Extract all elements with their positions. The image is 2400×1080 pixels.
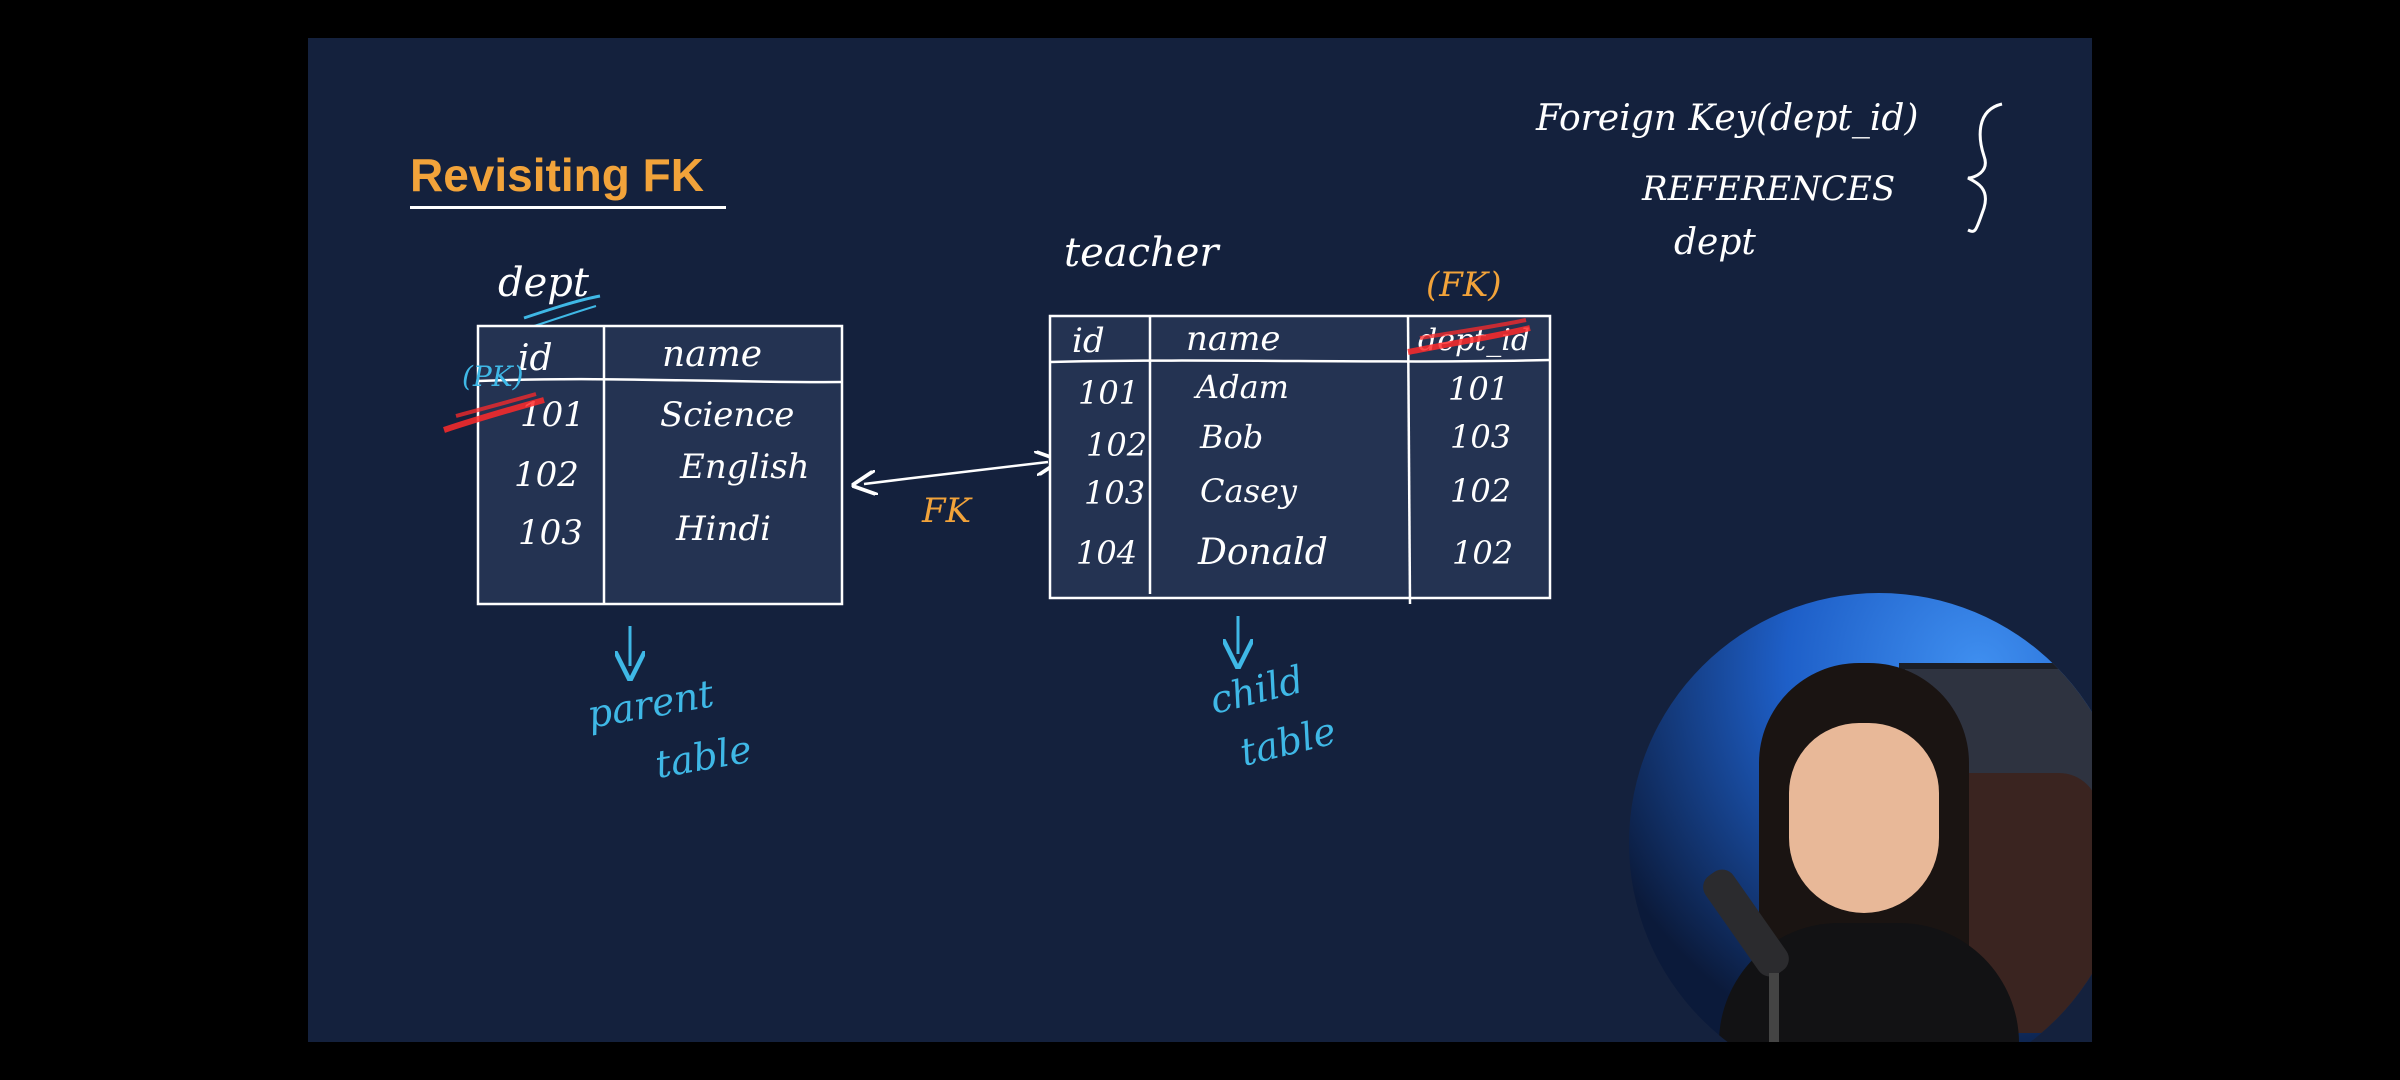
teacher-caption-line2: table: [1236, 709, 1341, 775]
teacher-header-name: name: [1186, 319, 1281, 359]
dept-row-1-id: 102: [514, 455, 579, 495]
dept-pk-highlight: [443, 397, 545, 433]
teacher-row-1-name: Bob: [1199, 418, 1263, 456]
slide: Revisiting FK dept id name 101 Science 1…: [308, 38, 2092, 1042]
dept-table-name: dept: [498, 260, 590, 306]
dept-caption-line1: parent: [584, 671, 718, 737]
teacher-header-id: id: [1072, 321, 1105, 361]
dept-caption-line2: table: [652, 727, 755, 787]
dept-header-name: name: [662, 334, 762, 375]
dept-header-id: id: [518, 338, 553, 379]
dept-row-2-id: 103: [518, 513, 583, 553]
teacher-caption-line1: child: [1206, 657, 1308, 723]
teacher-row-0-id: 101: [1078, 374, 1139, 412]
dept-row-1-name: English: [679, 447, 810, 487]
dept-key-note: (PK): [462, 360, 524, 393]
fk-relation: FK: [864, 462, 1048, 531]
teacher-row-2-name: Casey: [1200, 472, 1298, 510]
syntax-note: Foreign Key(dept_id) REFERENCES dept: [1535, 98, 2003, 263]
teacher-row-3-id: 104: [1076, 534, 1137, 572]
dept-row-0-name: Science: [660, 395, 794, 435]
dept-row-2-name: Hindi: [675, 509, 771, 549]
teacher-row-3-name: Donald: [1197, 532, 1328, 573]
fk-relation-label: FK: [921, 491, 974, 531]
teacher-fk-highlight: [1407, 325, 1531, 355]
teacher-row-3-dept: 102: [1452, 534, 1513, 572]
teacher-row-1-dept: 103: [1450, 418, 1511, 456]
fk-double-arrow: [864, 462, 1048, 484]
teacher-table: teacher id name dept_id 101 Adam 101 102…: [1048, 230, 1552, 775]
syntax-line1: Foreign Key(dept_id): [1535, 98, 1918, 139]
syntax-brace: [1967, 102, 2003, 233]
teacher-row-1-id: 102: [1086, 426, 1147, 464]
dept-table: dept id name 101 Science 102 English 103…: [443, 260, 844, 787]
presenter-webcam-icon: [1629, 593, 2092, 1042]
dept-table-border: [476, 324, 844, 606]
syntax-line2: REFERENCES: [1641, 169, 1895, 209]
whiteboard-ink: dept id name 101 Science 102 English 103…: [443, 98, 2003, 787]
teacher-row-2-dept: 102: [1450, 472, 1511, 510]
teacher-row-0-dept: 101: [1448, 370, 1509, 408]
title-underline: [410, 206, 726, 209]
teacher-table-border: [1048, 314, 1552, 600]
teacher-key-note: (FK): [1426, 265, 1502, 305]
slide-title: Revisiting FK: [410, 149, 704, 201]
dept-name-underline: [523, 294, 601, 320]
teacher-row-0-name: Adam: [1193, 368, 1289, 406]
teacher-table-name: teacher: [1064, 230, 1221, 276]
teacher-row-2-id: 103: [1084, 474, 1145, 512]
syntax-line3: dept: [1674, 222, 1756, 263]
